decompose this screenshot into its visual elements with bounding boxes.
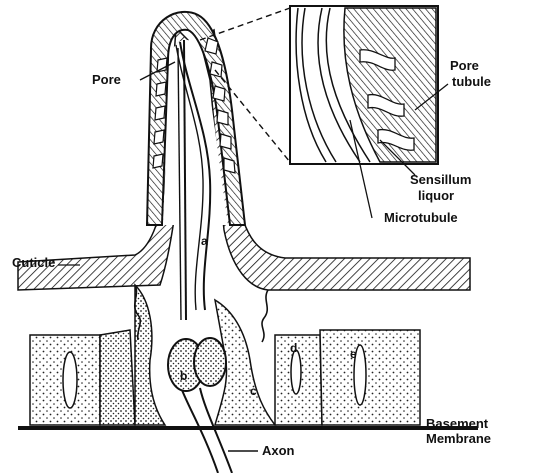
label-cell-b: b: [180, 369, 187, 383]
label-cuticle: Cuticle: [12, 255, 55, 270]
label-sensillum-1: Sensillum: [410, 172, 471, 187]
cuticle-fold-right: [262, 290, 268, 342]
label-basement-2: Membrane: [426, 431, 491, 446]
label-microtubule: Microtubule: [384, 210, 458, 225]
label-cell-a: a: [201, 234, 208, 248]
label-cell-e: e: [350, 347, 357, 361]
inset-magnification: [290, 6, 438, 164]
sheath-cell-left: [135, 285, 165, 425]
neuron-bodies: [168, 338, 226, 391]
inset-link-top: [200, 8, 290, 40]
label-sensillum-2: liquor: [418, 188, 454, 203]
label-basement-1: Basement: [426, 416, 489, 431]
label-cell-c: c: [250, 384, 257, 398]
label-pore-tubule-2: tubule: [452, 74, 491, 89]
label-pore: Pore: [92, 72, 121, 87]
label-pore-tubule-1: Pore: [450, 58, 479, 73]
label-cell-d: d: [290, 341, 297, 355]
label-axon: Axon: [262, 443, 295, 458]
